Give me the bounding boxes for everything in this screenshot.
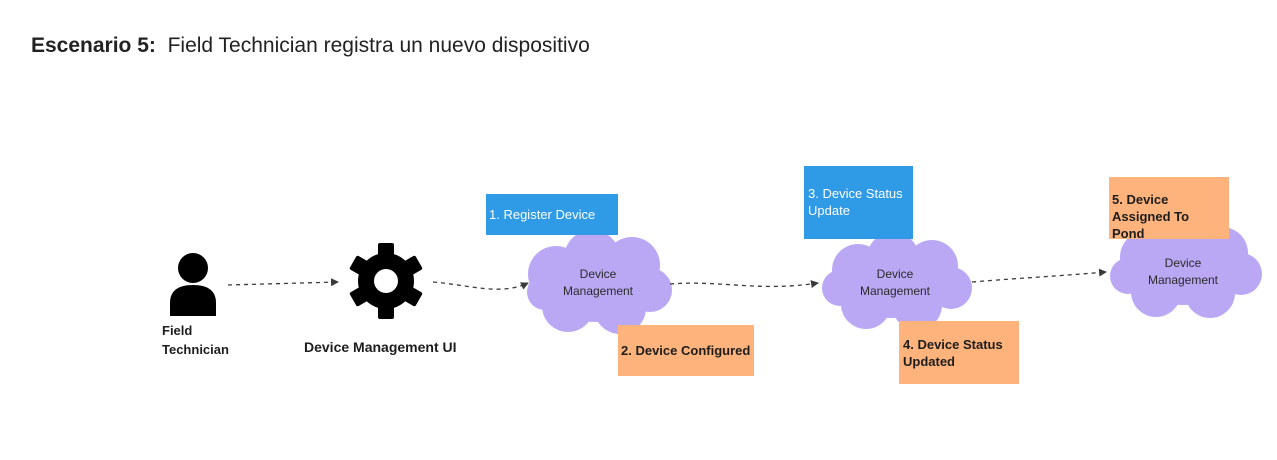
note-device-configured: 2. Device Configured	[618, 325, 754, 376]
actor-label: Field Technician	[162, 321, 229, 359]
device-management-ui-label: Device Management UI	[304, 339, 457, 355]
person-icon	[170, 253, 216, 316]
note-device-assigned-to-pond: 5. Device Assigned To Pond	[1109, 177, 1229, 241]
cloud-2-label: Device Management	[845, 266, 945, 300]
note-device-status-update: 3. Device Status Update	[804, 166, 913, 239]
diagram-title: Escenario 5: Field Technician registra u…	[31, 34, 590, 58]
arrow-cloud2-to-cloud3	[971, 268, 1107, 283]
cloud-device-management-2	[822, 232, 972, 330]
cloud-1-label: Device Management	[548, 266, 648, 300]
cloud-3-label: Device Management	[1133, 255, 1233, 289]
note-register-device: 1. Register Device	[486, 194, 618, 235]
actor-label-line2: Technician	[162, 342, 229, 357]
cloud-1-label-line2: Management	[562, 284, 634, 298]
arrow-cloud1-to-cloud2	[669, 280, 819, 289]
cloud-1-label-line1: Device	[579, 267, 617, 281]
arrow-technician-to-ui	[227, 278, 339, 287]
cloud-device-management-1	[527, 230, 672, 334]
title-prefix: Escenario 5:	[31, 34, 156, 57]
gear-icon	[349, 243, 423, 319]
cloud-3-label-line2: Management	[1147, 273, 1219, 287]
cloud-2-label-line2: Management	[859, 284, 931, 298]
cloud-2-label-line1: Device	[876, 267, 914, 281]
arrow-ui-to-cloud1	[432, 281, 529, 290]
cloud-3-label-line1: Device	[1164, 256, 1202, 270]
actor-label-line1: Field	[162, 323, 193, 338]
note-device-status-updated: 4. Device Status Updated	[899, 321, 1019, 384]
title-text: Field Technician registra un nuevo dispo…	[167, 34, 590, 57]
